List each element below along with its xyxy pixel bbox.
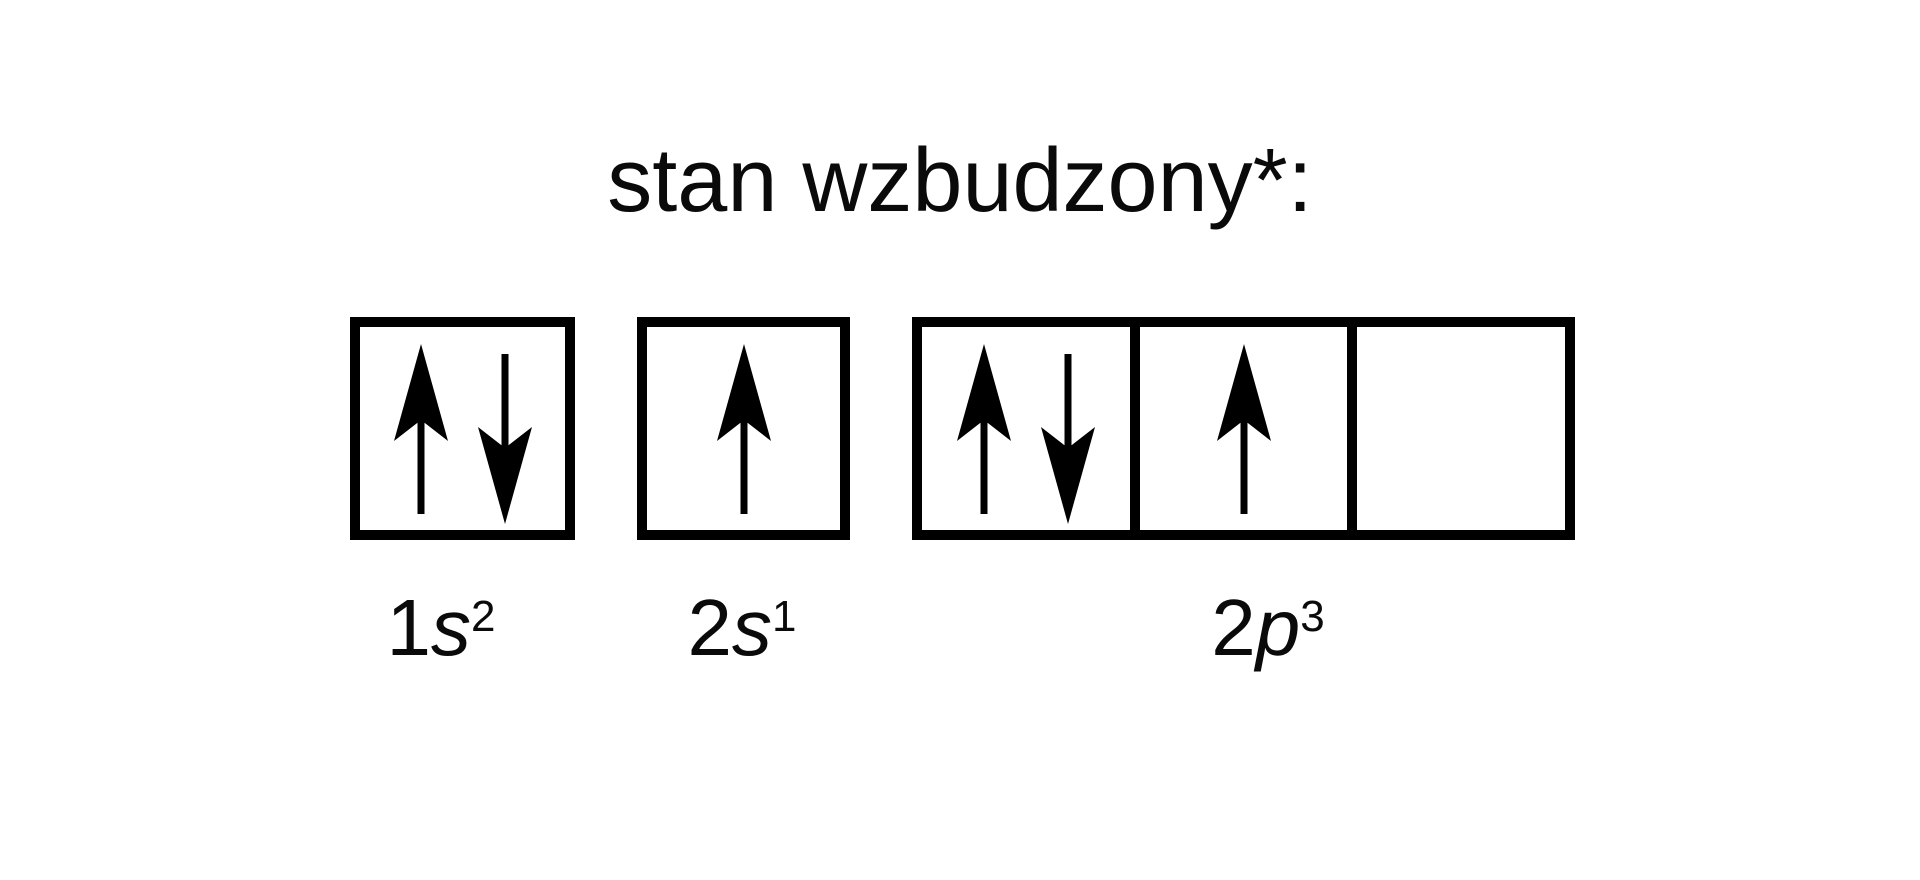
orbital-label-2s: 2s1 <box>688 588 797 668</box>
orbital-label-letter: p <box>1255 583 1301 672</box>
orbital-label-number: 1 <box>386 583 432 672</box>
orbital-label-superscript: 1 <box>772 591 797 641</box>
spin-down-arrow-icon <box>1040 353 1095 524</box>
orbital-cell <box>1140 327 1358 530</box>
spin-up-arrow-icon <box>393 343 448 514</box>
orbital-cell <box>922 327 1140 530</box>
orbital-box-2s <box>637 317 850 540</box>
page-title: stan wzbudzony*: <box>607 131 1313 231</box>
orbital-label-number: 2 <box>1211 583 1256 672</box>
orbital-box-1s <box>350 317 575 540</box>
spin-up-arrow-icon <box>1216 343 1271 514</box>
orbital-label-2p: 2p3 <box>1211 588 1324 668</box>
spin-up-arrow-icon <box>716 343 771 514</box>
orbital-cell <box>1357 327 1565 530</box>
orbital-label-number: 2 <box>687 583 733 672</box>
orbital-label-superscript: 2 <box>471 591 496 641</box>
orbital-label-superscript: 3 <box>1300 591 1325 641</box>
spin-up-arrow-icon <box>956 343 1011 514</box>
orbital-label-letter: s <box>431 583 472 672</box>
orbital-label-1s: 1s2 <box>387 588 496 668</box>
orbital-box-2p <box>912 317 1575 540</box>
orbital-label-letter: s <box>732 583 773 672</box>
orbital-cell <box>647 327 840 530</box>
orbital-cell <box>360 327 565 530</box>
spin-down-arrow-icon <box>477 353 532 524</box>
